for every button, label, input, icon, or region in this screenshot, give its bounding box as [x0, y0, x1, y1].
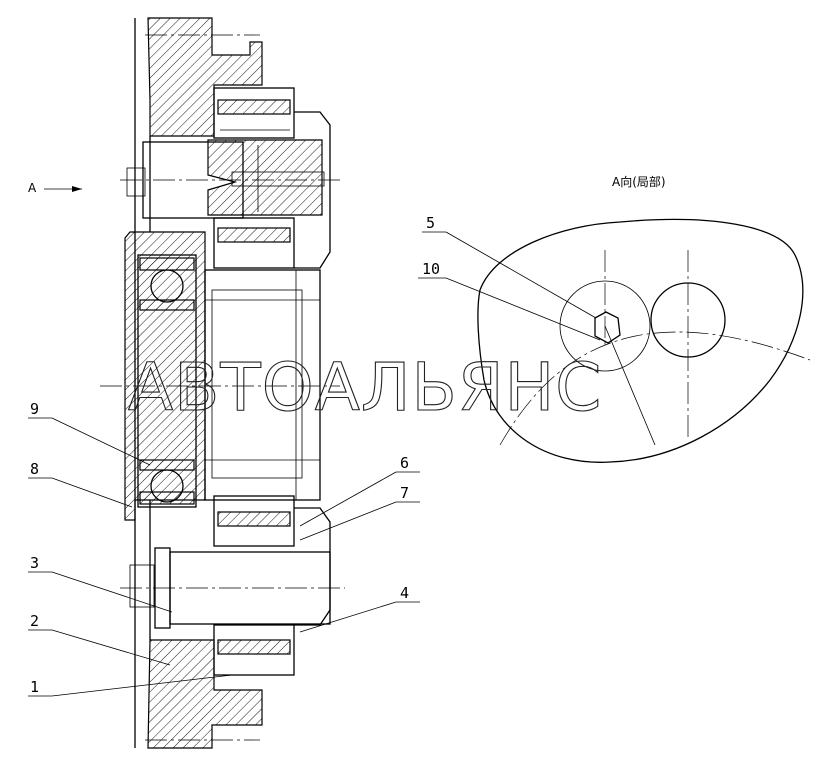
upper-needle-bearing [213, 87, 295, 139]
upper-gear-hub [207, 139, 323, 216]
housing-upper [147, 17, 263, 137]
view-arrow-a: A [28, 181, 82, 195]
housing-lower [147, 639, 263, 749]
callouts: 9 8 3 2 1 6 7 4 [28, 400, 420, 697]
detail-view-a: A向(局部) 5 10 [418, 174, 811, 463]
label-4: 4 [400, 584, 409, 602]
label-8: 8 [30, 460, 39, 478]
cam-outline [477, 218, 804, 463]
label-6: 6 [400, 454, 409, 472]
upper-needle-bearing-2 [213, 217, 295, 269]
label-9: 9 [30, 400, 39, 418]
detail-view-title: A向(局部) [612, 174, 666, 189]
hex-bolt [594, 311, 621, 344]
lower-needle-bearing [213, 495, 295, 547]
label-10: 10 [422, 260, 440, 278]
bolt-circle [559, 280, 651, 372]
label-1: 1 [30, 678, 39, 696]
label-3: 3 [30, 554, 39, 572]
label-7: 7 [400, 484, 409, 502]
label-5: 5 [426, 214, 435, 232]
ball-bearing [137, 254, 197, 508]
label-2: 2 [30, 612, 39, 630]
lower-gear-hub [213, 624, 295, 676]
section-view [100, 17, 345, 749]
watermark: АВТОАЛЬЯНС [128, 349, 602, 426]
center-gear [204, 269, 321, 501]
view-arrow-label: A [28, 181, 37, 195]
